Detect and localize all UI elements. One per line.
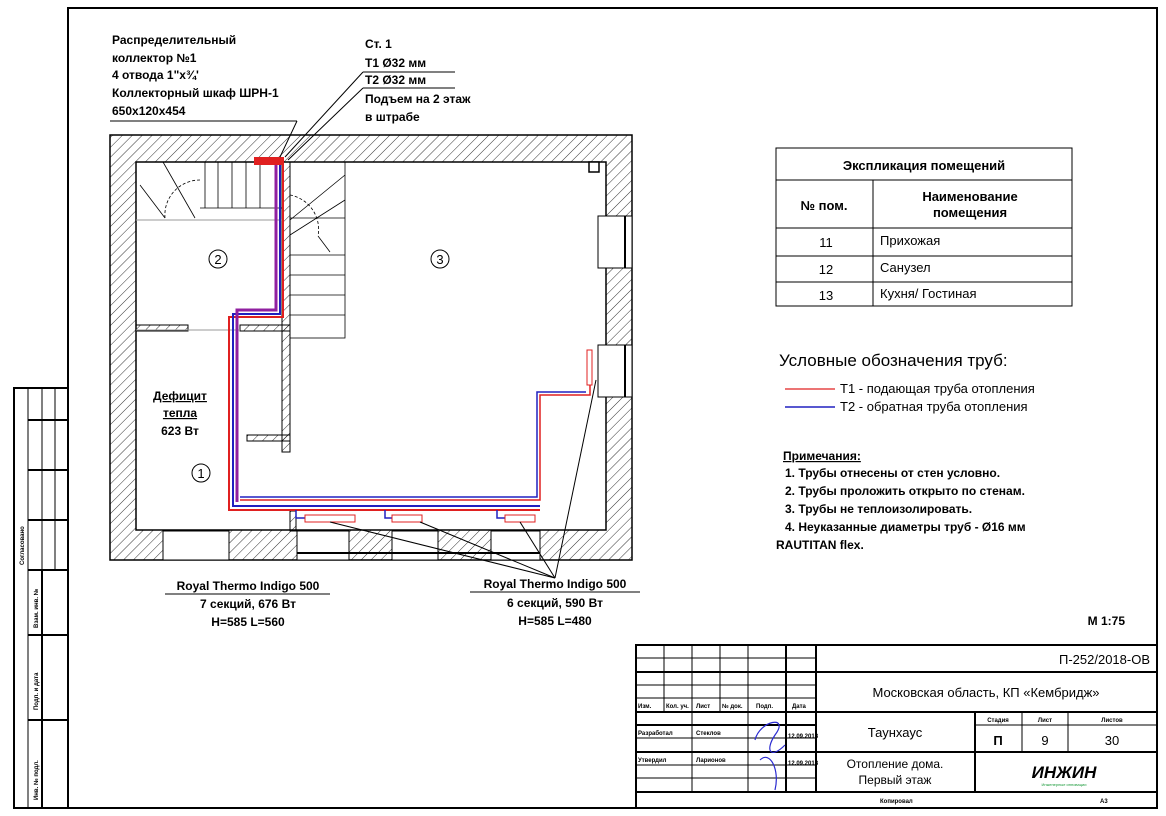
floor-plan [109, 134, 633, 561]
doc-code: П-252/2018-ОВ [1059, 652, 1150, 667]
window [490, 530, 541, 561]
legend-item: Т2 - обратная труба отопления [840, 399, 1028, 414]
row-name: Прихожая [880, 233, 940, 248]
approved-name: Ларионов [696, 758, 726, 764]
sheet-value: 9 [1041, 733, 1048, 748]
collector-note: 650х120х454 [112, 104, 186, 118]
legend-title: Условные обозначения труб: [779, 351, 1008, 370]
approved-date: 12.09.2018 [788, 761, 819, 767]
stage-label: Стадия [987, 718, 1009, 724]
radiator-left-note: 7 секций, 676 Вт [200, 597, 296, 611]
riser-note: Подъем на 2 этаж [365, 92, 471, 106]
heating-pipes [228, 157, 593, 523]
sheets-label: Листов [1101, 718, 1123, 724]
window [597, 215, 633, 269]
note-item: 2. Трубы проложить открыто по стенам. [785, 484, 1025, 498]
radiator-right-note: Royal Thermo Indigo 500 [484, 577, 627, 591]
hdr-sign: Подп. [756, 704, 773, 710]
radiator [304, 514, 356, 523]
hdr-date: Дата [792, 704, 807, 710]
note-item: 3. Трубы не теплоизолировать. [785, 502, 972, 516]
room-number: 1 [197, 466, 204, 481]
sheet-title: Отопление дома. [847, 757, 944, 771]
row-name: Кухня/ Гостиная [880, 286, 977, 301]
radiator-right-note: 6 секций, 590 Вт [507, 596, 603, 610]
signature [754, 721, 786, 791]
scale-label: М 1:75 [1088, 614, 1126, 628]
hdr-sheet: Лист [696, 704, 710, 710]
note-item: 1. Трубы отнесены от стен условно. [785, 466, 1000, 480]
collector [254, 157, 284, 165]
sign-date-label: Подп. и дата [34, 672, 40, 710]
hdr-count: Кол. уч. [666, 704, 689, 710]
heat-deficit: 623 Вт [161, 424, 199, 438]
notes: Примечания: 1. Трубы отнесены от стен ус… [776, 449, 1026, 552]
col-name-header: Наименование [922, 189, 1017, 204]
heat-deficit: тепла [163, 406, 197, 420]
collector-note: Коллекторный шкаф ШРН-1 [112, 86, 279, 100]
radiator-right-note: H=585 L=480 [518, 614, 592, 628]
outer-walls [109, 134, 633, 561]
sheet-label: Лист [1038, 718, 1052, 724]
riser-note: Т2 Ø32 мм [365, 73, 426, 87]
row-num: 13 [819, 288, 833, 303]
stage-value: П [993, 733, 1002, 748]
company-logo: ИНЖИН [1032, 763, 1097, 782]
room-number: 2 [214, 252, 221, 267]
riser-note: в штрабе [365, 110, 420, 124]
hdr-doc: № док. [722, 703, 743, 710]
row-num: 12 [819, 262, 833, 277]
collector-note: 4 отвода 1"х¾' [112, 68, 199, 82]
heat-deficit: Дефицит [153, 389, 207, 403]
approved-label: Утвердил [638, 758, 667, 764]
inv-orig-label: Инв. № подл. [33, 760, 40, 800]
developed-label: Разработал [638, 730, 673, 737]
window [391, 530, 439, 561]
note-item: 4. Неуказанные диаметры труб - Ø16 мм [785, 520, 1026, 534]
staircase [139, 161, 346, 339]
agreed-label: Согласовано [20, 526, 26, 565]
col-num-header: № пом. [801, 198, 848, 213]
explication-table: Экспликация помещений № пом. Наименовани… [775, 147, 1073, 307]
window [296, 530, 350, 561]
side-stamp: Согласовано Взам. инв. № Подп. и дата Ин… [13, 387, 69, 809]
developed-date: 12.09.2018 [788, 734, 819, 740]
radiator [391, 514, 423, 523]
company-logo-sub: Инженерные инновации [1041, 782, 1086, 787]
row-num: 11 [819, 235, 833, 250]
object-name: Таунхаус [868, 725, 923, 740]
title-block: Изм. Кол. уч. Лист № док. Подп. Дата Раз… [635, 644, 1158, 809]
collector-note: коллектор №1 [112, 51, 197, 65]
format-label: А3 [1100, 799, 1108, 805]
window [597, 344, 633, 398]
room-number: 3 [436, 252, 443, 267]
riser-note: Т1 Ø32 мм [365, 56, 426, 70]
radiator [586, 349, 593, 386]
riser-note: Ст. 1 [365, 37, 392, 51]
legend-item: Т1 - подающая труба отопления [840, 381, 1035, 396]
sheet-title: Первый этаж [859, 773, 932, 787]
sheets-value: 30 [1105, 733, 1119, 748]
row-name: Санузел [880, 260, 931, 275]
notes-title: Примечания: [783, 449, 861, 463]
radiator [504, 514, 536, 523]
radiator-left-note: Royal Thermo Indigo 500 [177, 579, 320, 593]
leader-lines [110, 71, 640, 595]
explication-title: Экспликация помещений [843, 158, 1005, 173]
pipe-legend: Условные обозначения труб: Т1 - подающая… [779, 351, 1035, 414]
radiator-left-note: H=585 L=560 [211, 615, 285, 629]
col-name-header: помещения [933, 205, 1007, 220]
developed-name: Стеклов [696, 731, 721, 737]
door-opening [162, 530, 230, 561]
note-tail: RAUTITAN flex. [776, 538, 864, 552]
hdr-rev: Изм. [638, 704, 652, 710]
collector-note: Распределительный [112, 33, 236, 47]
copied-label: Копировал [880, 799, 913, 805]
location: Московская область, КП «Кембридж» [872, 685, 1099, 700]
replace-inv-label: Взам. инв. № [33, 588, 40, 628]
